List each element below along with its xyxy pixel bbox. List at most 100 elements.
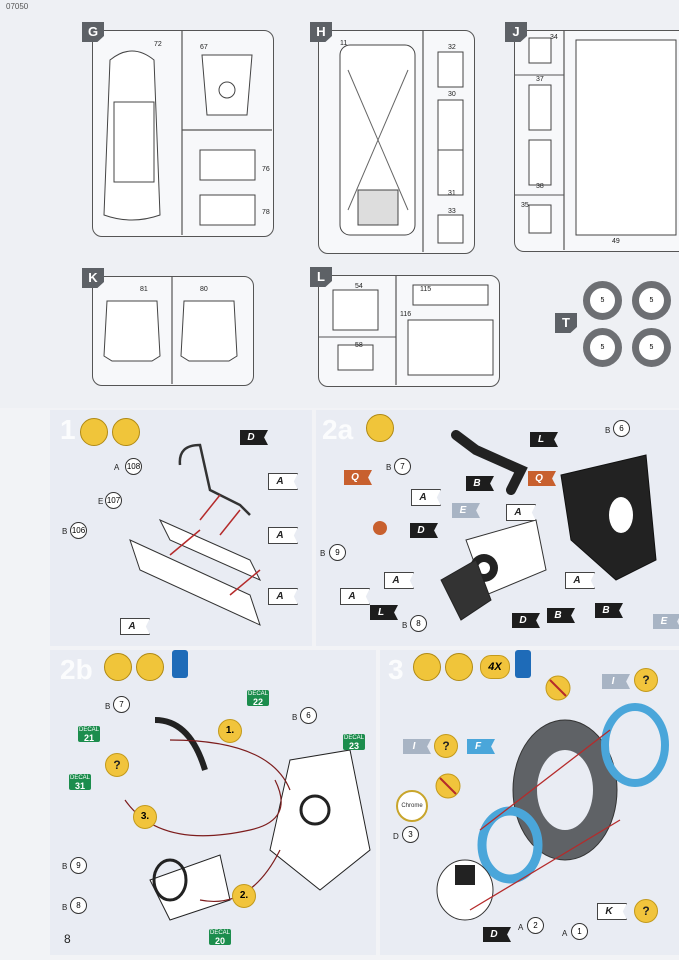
sequence-step-3: 3. bbox=[133, 805, 157, 829]
tire-part-number: 5 bbox=[600, 297, 605, 304]
callout-prefix: E bbox=[98, 497, 104, 506]
sprue-label-g: G bbox=[82, 22, 104, 42]
part-number-54: 54 bbox=[355, 283, 363, 290]
decal-label: DECAL bbox=[78, 727, 99, 733]
paint-flag-d: D bbox=[240, 430, 268, 445]
callout-part-107: 107 bbox=[105, 492, 122, 509]
callout-part-9: 9 bbox=[329, 544, 346, 561]
part-number-33: 33 bbox=[448, 208, 456, 215]
callout-part-7: 7 bbox=[113, 696, 130, 713]
callout-part-6: 6 bbox=[300, 707, 317, 724]
quantity-badge: 4X bbox=[480, 655, 510, 679]
part-number-49: 49 bbox=[612, 238, 620, 245]
paint-flag-a: A bbox=[565, 572, 595, 589]
tire-part-number: 5 bbox=[649, 344, 654, 351]
unknown-color-icon: ? bbox=[105, 753, 129, 777]
glue-icon bbox=[104, 653, 132, 681]
tire-part-5: 5 bbox=[632, 328, 671, 367]
step-3-wheel-drawing bbox=[435, 675, 669, 921]
paint-flag-q: Q bbox=[344, 470, 372, 485]
unknown-color-icon: ? bbox=[634, 668, 658, 692]
callout-prefix: D bbox=[393, 832, 399, 841]
step-2b-assembly-drawing bbox=[124, 717, 371, 921]
part-number-34: 34 bbox=[550, 34, 558, 41]
callout-prefix: B bbox=[62, 862, 68, 871]
sprue-label-k: K bbox=[82, 268, 104, 288]
decal-star-icon bbox=[136, 653, 164, 681]
tire-part-number: 5 bbox=[649, 297, 654, 304]
paint-flag-a: A bbox=[506, 504, 536, 521]
step-2a-assembly-drawing bbox=[373, 430, 657, 621]
part-number-80: 80 bbox=[200, 286, 208, 293]
part-number-72: 72 bbox=[154, 41, 162, 48]
paint-brush-icon bbox=[112, 418, 140, 446]
paint-flag-q: Q bbox=[528, 471, 556, 486]
paint-flag-k: K bbox=[597, 903, 627, 920]
chrome-icon: Chrome bbox=[396, 790, 428, 822]
paint-flag-a: A bbox=[120, 618, 150, 635]
sprue-label-t: T bbox=[555, 313, 577, 333]
sprue-k-parts-drawing bbox=[103, 276, 238, 384]
part-number-32: 32 bbox=[448, 44, 456, 51]
unknown-color-icon: ? bbox=[634, 899, 658, 923]
part-number-11: 11 bbox=[340, 40, 348, 47]
step-2b-number: 2b bbox=[60, 654, 93, 685]
paint-flag-e: E bbox=[653, 614, 679, 629]
part-number-35: 35 bbox=[521, 202, 529, 209]
step-3-number: 3 bbox=[388, 654, 404, 685]
paint-flag-d: D bbox=[512, 613, 540, 628]
part-number-37: 37 bbox=[536, 76, 544, 83]
paint-flag-a: A bbox=[411, 489, 441, 506]
decal-number: 20 bbox=[214, 936, 225, 946]
callout-part-2: 2 bbox=[527, 917, 544, 934]
paint-flag-a: A bbox=[268, 527, 298, 544]
paint-bottle-icon bbox=[515, 650, 531, 678]
callout-part-1: 1 bbox=[571, 923, 588, 940]
callout-part-8: 8 bbox=[70, 897, 87, 914]
callout-part-9: 9 bbox=[70, 857, 87, 874]
glue-icon bbox=[413, 653, 441, 681]
decal-label: DECAL bbox=[69, 775, 90, 781]
callout-prefix: B bbox=[62, 527, 68, 536]
tire-part-5: 5 bbox=[583, 328, 622, 367]
part-number-38: 38 bbox=[536, 183, 544, 190]
step-2a-number: 2a bbox=[322, 414, 354, 445]
tire-part-5: 5 bbox=[632, 281, 671, 320]
part-number-31: 31 bbox=[448, 190, 456, 197]
sequence-step-1: 1. bbox=[218, 719, 242, 743]
callout-prefix: B bbox=[402, 621, 408, 630]
decal-number: 21 bbox=[83, 733, 94, 743]
paint-flag-b: B bbox=[466, 476, 494, 491]
tire-part-number: 5 bbox=[600, 344, 605, 351]
callout-part-8: 8 bbox=[410, 615, 427, 632]
paint-flag-d: D bbox=[483, 927, 511, 942]
callout-prefix: B bbox=[292, 713, 298, 722]
tire-part-5: 5 bbox=[583, 281, 622, 320]
callout-part-3: 3 bbox=[402, 826, 419, 843]
paint-flag-e: E bbox=[452, 503, 480, 518]
callout-prefix: A bbox=[562, 929, 568, 938]
step-1-assembly-drawing bbox=[129, 443, 262, 626]
callout-part-106: 106 bbox=[70, 522, 87, 539]
decal-label: DECAL bbox=[343, 735, 364, 741]
sequence-step-2: 2. bbox=[232, 884, 256, 908]
unknown-color-icon: ? bbox=[434, 734, 458, 758]
callout-prefix: A bbox=[518, 923, 524, 932]
paint-flag-a: A bbox=[268, 588, 298, 605]
paint-flag-b: B bbox=[595, 603, 623, 618]
part-number-81: 81 bbox=[140, 286, 148, 293]
sprue-g-parts-drawing bbox=[103, 30, 272, 235]
part-number-58: 58 bbox=[355, 342, 363, 349]
glue-icon bbox=[80, 418, 108, 446]
sprue-j-parts-drawing bbox=[514, 30, 677, 250]
sprue-label-l: L bbox=[310, 267, 332, 287]
paint-brush-icon bbox=[366, 414, 394, 442]
callout-prefix: B bbox=[605, 426, 611, 435]
decal-number: 23 bbox=[348, 741, 359, 751]
paint-flag-l: L bbox=[530, 432, 558, 447]
part-number-67: 67 bbox=[200, 44, 208, 51]
callout-prefix: A bbox=[114, 463, 120, 472]
